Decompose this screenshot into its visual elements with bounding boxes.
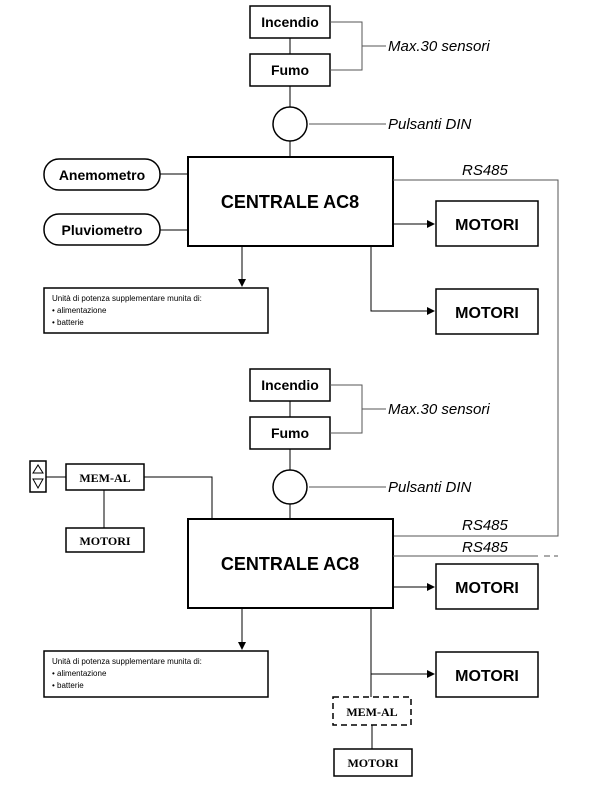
rain-gauge-label: Pluviometro bbox=[62, 222, 143, 238]
power-unit-top-box bbox=[43, 287, 269, 334]
sensor-bracket-2 bbox=[330, 384, 363, 434]
motor1-top-box bbox=[435, 200, 539, 247]
motor1-top-label: MOTORI bbox=[455, 217, 519, 234]
down-arrow-icon bbox=[32, 478, 44, 490]
memal-to-central-line bbox=[144, 476, 213, 519]
sensor-incendio-label-2: Incendio bbox=[261, 377, 319, 393]
power-unit-bottom-title: Unità di potenza supplementare munita di… bbox=[52, 657, 202, 666]
up-arrow-icon bbox=[32, 464, 44, 474]
power-unit-top-item2: • batterie bbox=[52, 318, 84, 327]
pulsanti-note-2: Pulsanti DIN bbox=[388, 479, 472, 496]
memal-bottom-box bbox=[332, 696, 412, 726]
sensor-incendio-box bbox=[249, 5, 331, 39]
motor1-bottom-box bbox=[435, 563, 539, 610]
motor2-top-label: MOTORI bbox=[455, 305, 519, 322]
pulsanti-circle bbox=[272, 106, 308, 142]
rs485-bottom-in-label: RS485 bbox=[462, 517, 509, 534]
power-unit-top-title: Unità di potenza supplementare munita di… bbox=[52, 294, 202, 303]
motor2-bottom-box bbox=[435, 651, 539, 698]
sensor-incendio-label: Incendio bbox=[261, 14, 319, 30]
sensor-incendio-box-2 bbox=[249, 368, 331, 402]
motori-bottom-box bbox=[333, 748, 413, 777]
power-unit-bottom-item1: • alimentazione bbox=[52, 669, 107, 678]
motor2-bottom-label: MOTORI bbox=[455, 668, 519, 685]
motori-bottom-label: MOTORI bbox=[347, 756, 398, 770]
sensor-note-2: Max.30 sensori bbox=[388, 401, 490, 418]
motor2-top-arrow bbox=[370, 246, 435, 315]
central-ac8-top-label: CENTRALE AC8 bbox=[221, 192, 359, 212]
motor2-top-box bbox=[435, 288, 539, 335]
power-unit-bottom-box bbox=[43, 650, 269, 698]
sensor-fumo-label-2: Fumo bbox=[271, 425, 309, 441]
power-unit-top-item1: • alimentazione bbox=[52, 306, 107, 315]
rs485-link bbox=[393, 179, 559, 537]
motor2-bottom-arrow bbox=[370, 608, 435, 678]
rs485-bottom-out-label: RS485 bbox=[462, 539, 509, 556]
central-ac8-bottom-box bbox=[187, 518, 394, 609]
pulsanti-note: Pulsanti DIN bbox=[388, 116, 472, 133]
motori-left-label: MOTORI bbox=[79, 534, 130, 548]
power-unit-bottom-item2: • batterie bbox=[52, 681, 84, 690]
motori-left-box bbox=[65, 527, 145, 553]
memal-left-label: MEM-AL bbox=[79, 471, 130, 485]
memal-bottom-label: MEM-AL bbox=[346, 705, 397, 719]
memal-left-box bbox=[65, 463, 145, 491]
rs485-top-label: RS485 bbox=[462, 162, 509, 179]
central-ac8-top-box bbox=[187, 156, 394, 247]
pulsanti-circle-2 bbox=[272, 469, 308, 505]
motor1-bottom-label: MOTORI bbox=[455, 580, 519, 597]
central-ac8-bottom-label: CENTRALE AC8 bbox=[221, 554, 359, 574]
sensor-fumo-box bbox=[249, 53, 331, 87]
sensor-fumo-label: Fumo bbox=[271, 62, 309, 78]
anemometer-label: Anemometro bbox=[59, 167, 145, 183]
sensor-bracket bbox=[330, 21, 363, 71]
sensor-note: Max.30 sensori bbox=[388, 38, 490, 55]
